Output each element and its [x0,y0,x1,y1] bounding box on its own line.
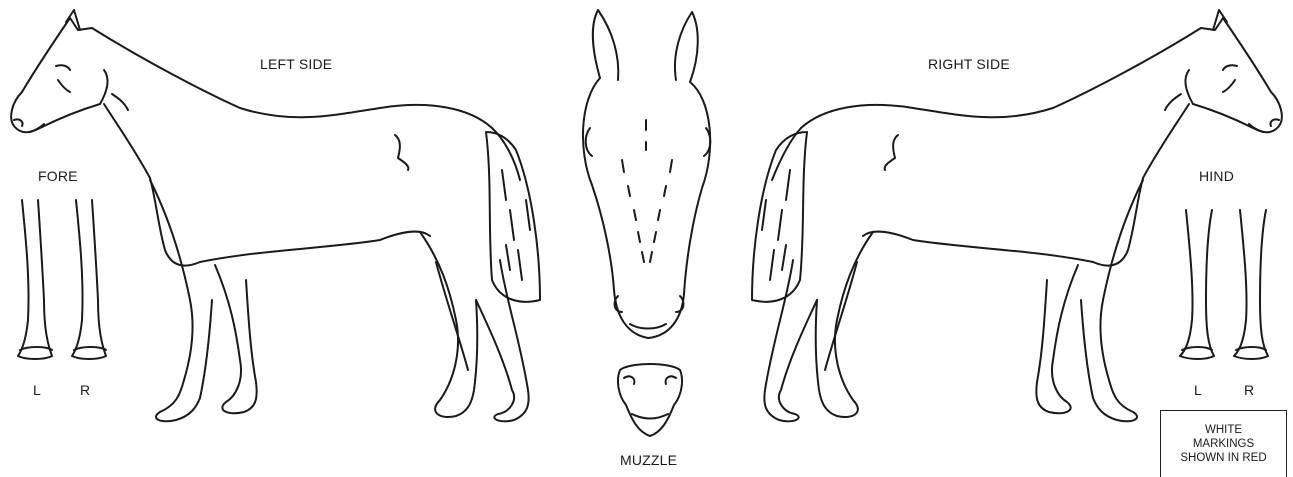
fore-legs [18,200,106,359]
hind-right-label: R [1244,382,1254,398]
hind-left-label: L [1194,382,1202,398]
fore-label: FORE [38,168,78,184]
fore-left-label: L [33,382,41,398]
muzzle-label: MUZZLE [620,452,677,468]
left-side-label: LEFT SIDE [260,56,332,72]
legend-line-2: MARKINGS [1193,437,1254,451]
fore-right-label: R [80,382,90,398]
right-side-label: RIGHT SIDE [928,56,1010,72]
hind-label: HIND [1199,168,1234,184]
legend-line-3: SHOWN IN RED [1180,451,1266,465]
hind-legs [1180,210,1268,359]
muzzle-view [618,364,682,436]
head-front-view [583,10,710,338]
legend-line-1: WHITE [1205,423,1242,437]
white-markings-legend: WHITE MARKINGS SHOWN IN RED [1160,410,1287,477]
